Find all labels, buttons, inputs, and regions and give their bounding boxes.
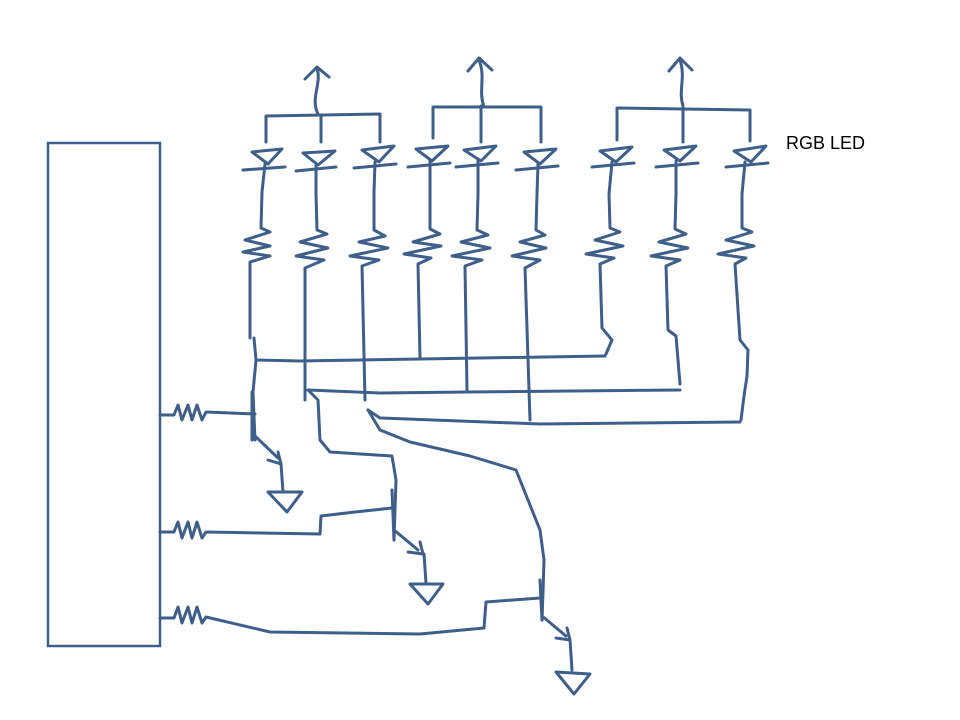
diode-symbol — [294, 149, 338, 196]
transistor-3 — [158, 408, 592, 696]
blue-bus — [366, 408, 742, 426]
diode-symbol — [590, 145, 636, 196]
transistor-1 — [158, 358, 304, 514]
resistor-symbol — [241, 190, 272, 340]
resistor-symbol — [348, 190, 390, 402]
controller-block — [46, 141, 162, 648]
base-resistor-1 — [158, 403, 257, 422]
led-channel-7 — [584, 145, 636, 356]
supply-arrow-3 — [667, 56, 694, 108]
supply-arrow-1 — [303, 65, 331, 116]
led-channel-2 — [294, 149, 338, 402]
diode-symbol — [406, 144, 452, 194]
led-channel-5 — [450, 144, 500, 392]
led-group-1 — [264, 65, 382, 144]
transistor-2 — [158, 388, 445, 606]
led-channel-8 — [649, 144, 700, 386]
base-resistor-2 — [158, 506, 394, 540]
resistor-symbol — [402, 190, 443, 360]
diode-symbol — [241, 147, 287, 194]
led-channel-4 — [402, 144, 452, 360]
emitter-arrow-1 — [253, 434, 283, 466]
resistor-symbol — [450, 192, 492, 392]
collector-wire-2 — [306, 388, 398, 542]
ground-symbol-1 — [266, 462, 304, 514]
collector-wire-3 — [366, 408, 546, 622]
base-bar-3 — [538, 578, 544, 622]
resistor-symbol — [716, 192, 756, 422]
base-resistor-3 — [158, 596, 542, 636]
supply-rail-2 — [431, 105, 543, 144]
supply-rail-1 — [264, 112, 382, 144]
resistor-symbol — [584, 192, 625, 356]
resistor-symbol — [294, 192, 330, 402]
diode-symbol — [352, 144, 398, 194]
diode-symbol — [724, 144, 770, 196]
red-bus — [252, 336, 607, 363]
led-channel-6 — [510, 147, 560, 422]
led-channel-9 — [716, 144, 770, 422]
supply-arrow-2 — [466, 56, 494, 109]
led-channel-3 — [348, 144, 398, 402]
diode-symbol — [654, 144, 700, 196]
emitter-arrow-2 — [392, 528, 425, 556]
led-group-2 — [431, 56, 543, 144]
led-channel-1 — [241, 147, 287, 340]
led-group-3 — [615, 56, 752, 144]
resistor-symbol — [510, 192, 548, 422]
diode-symbol — [514, 147, 560, 196]
green-bus — [306, 388, 682, 395]
diode-symbol — [454, 144, 500, 196]
ground-symbol-3 — [554, 638, 592, 696]
resistor-symbol — [649, 192, 690, 386]
base-bar-2 — [390, 488, 396, 542]
ground-symbol-2 — [408, 552, 445, 606]
emitter-arrow-3 — [540, 614, 572, 642]
rgb-led-label: RGB LED — [786, 133, 865, 153]
